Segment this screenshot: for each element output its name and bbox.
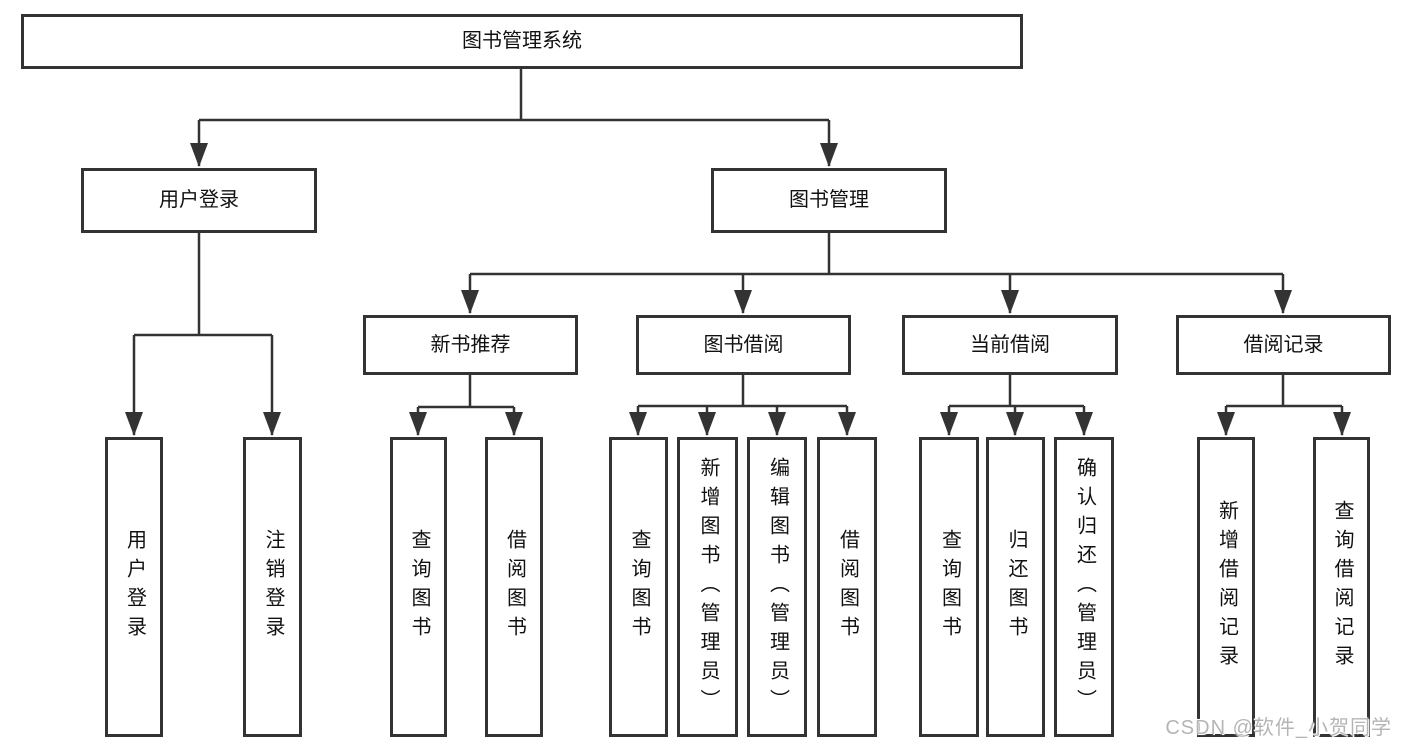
node-current-borrowing-label: 当前借阅 bbox=[970, 333, 1050, 356]
node-root: 图书管理系统 bbox=[21, 14, 1023, 69]
node-book-management: 图书管理 bbox=[711, 168, 947, 233]
leaf-edit-book-admin-label: 编辑图书（管理员） bbox=[766, 456, 789, 718]
node-user-login-label: 用户登录 bbox=[159, 189, 239, 211]
node-current-borrowing: 当前借阅 bbox=[902, 315, 1118, 375]
leaf-query-books-recommend-label: 查询图书 bbox=[408, 529, 430, 645]
node-borrowing-records: 借阅记录 bbox=[1176, 315, 1391, 375]
csdn-watermark: CSDN @软件_小贺同学 bbox=[1165, 717, 1392, 739]
leaf-query-books-current-label: 查询图书 bbox=[938, 529, 961, 645]
leaf-query-books-recommend: 查询图书 bbox=[390, 437, 447, 737]
leaf-logout-label: 注销登录 bbox=[262, 529, 284, 645]
leaf-return-books-label: 归还图书 bbox=[1005, 529, 1027, 645]
leaf-borrow-books-recommend: 借阅图书 bbox=[485, 437, 543, 737]
leaf-add-book-admin: 新增图书（管理员） bbox=[677, 437, 738, 737]
node-user-login: 用户登录 bbox=[81, 168, 317, 233]
node-borrowing-records-label: 借阅记录 bbox=[1243, 333, 1324, 356]
leaf-user-login: 用户登录 bbox=[105, 437, 163, 737]
leaf-borrow-books-borrowing: 借阅图书 bbox=[817, 437, 877, 737]
node-book-management-label: 图书管理 bbox=[789, 189, 869, 211]
leaf-query-borrow-record-label: 查询借阅记录 bbox=[1331, 500, 1353, 674]
leaf-query-borrow-record: 查询借阅记录 bbox=[1313, 437, 1370, 737]
node-new-book-recommendation: 新书推荐 bbox=[363, 315, 578, 375]
leaf-add-borrow-record: 新增借阅记录 bbox=[1197, 437, 1255, 737]
leaf-query-books-current: 查询图书 bbox=[919, 437, 979, 737]
node-book-borrowing: 图书借阅 bbox=[636, 315, 851, 375]
leaf-confirm-return-admin-label: 确认归还（管理员） bbox=[1073, 456, 1096, 718]
node-new-book-recommendation-label: 新书推荐 bbox=[430, 333, 511, 356]
leaf-query-books-borrowing-label: 查询图书 bbox=[628, 529, 650, 645]
node-root-label: 图书管理系统 bbox=[462, 30, 582, 52]
node-book-borrowing-label: 图书借阅 bbox=[703, 333, 784, 356]
leaf-user-login-label: 用户登录 bbox=[123, 529, 146, 645]
leaf-borrow-books-recommend-label: 借阅图书 bbox=[503, 529, 526, 645]
leaf-add-book-admin-label: 新增图书（管理员） bbox=[697, 456, 719, 718]
leaf-query-books-borrowing: 查询图书 bbox=[609, 437, 668, 737]
leaf-confirm-return-admin: 确认归还（管理员） bbox=[1054, 437, 1114, 737]
leaf-edit-book-admin: 编辑图书（管理员） bbox=[747, 437, 807, 737]
leaf-add-borrow-record-label: 新增借阅记录 bbox=[1215, 500, 1238, 674]
leaf-borrow-books-borrowing-label: 借阅图书 bbox=[836, 529, 859, 645]
leaf-return-books: 归还图书 bbox=[986, 437, 1045, 737]
leaf-logout: 注销登录 bbox=[243, 437, 302, 737]
